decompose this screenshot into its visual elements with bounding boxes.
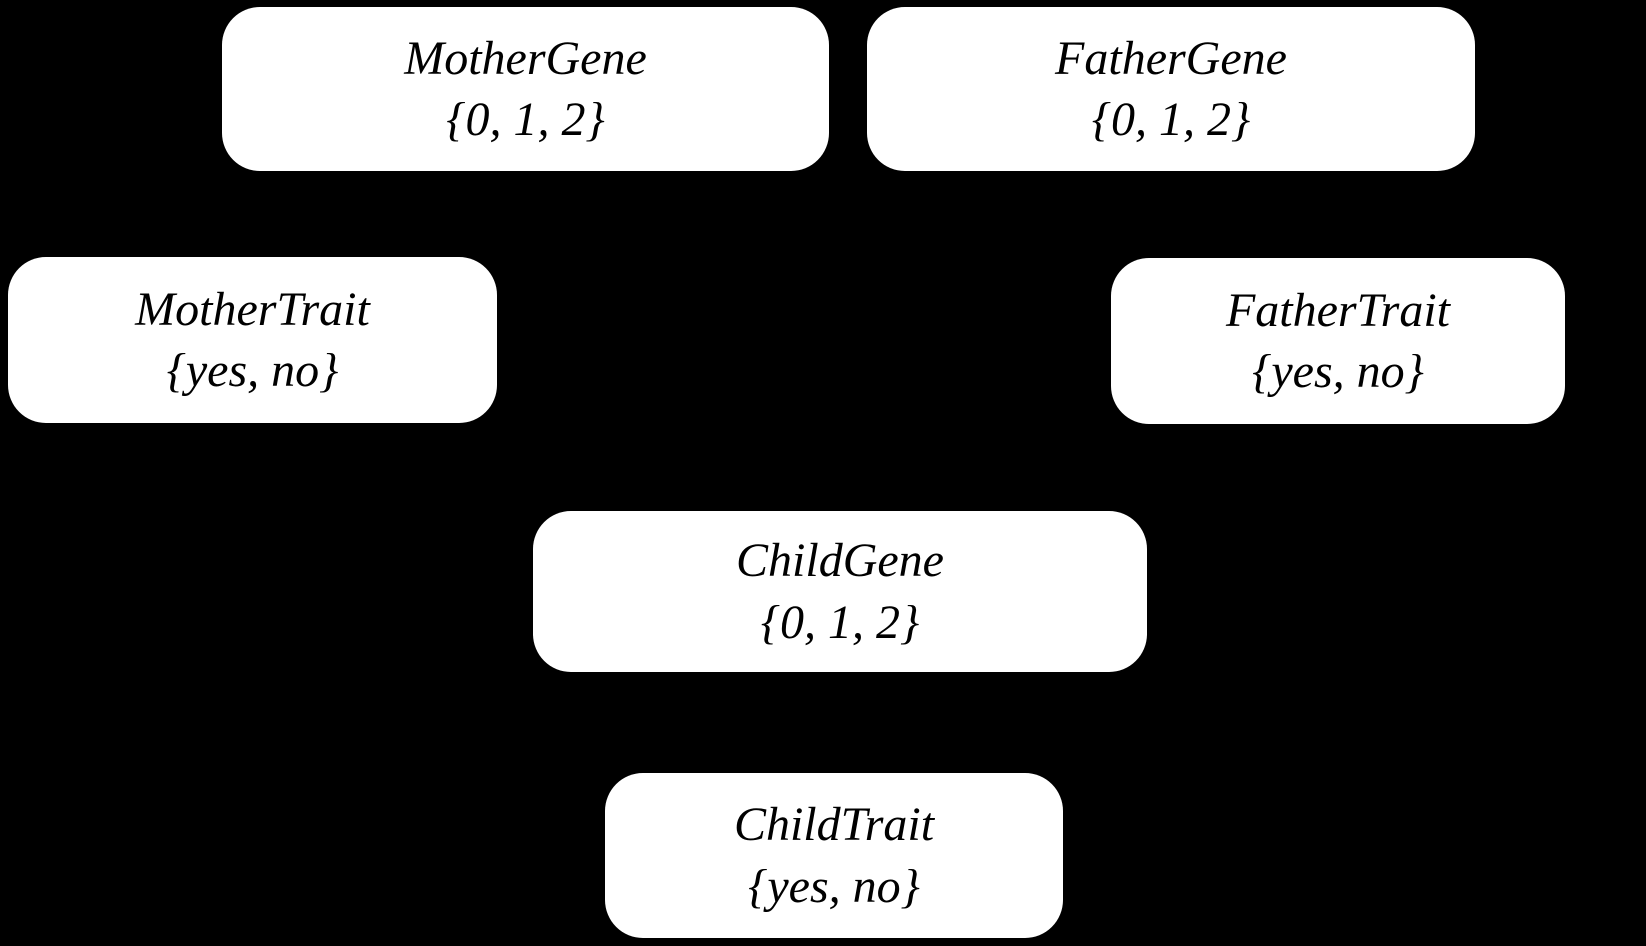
node-label: FatherGene — [1055, 31, 1287, 85]
node-domain: {0, 1, 2} — [1091, 93, 1251, 146]
node-mother-trait: MotherTrait {yes, no} — [8, 257, 497, 423]
node-label: ChildGene — [736, 534, 944, 588]
node-father-gene: FatherGene {0, 1, 2} — [867, 7, 1475, 171]
node-father-trait: FatherTrait {yes, no} — [1111, 258, 1565, 424]
node-label: MotherGene — [404, 31, 647, 85]
node-label: FatherTrait — [1225, 283, 1451, 337]
node-domain: {yes, no} — [166, 344, 339, 397]
node-label: ChildTrait — [733, 798, 935, 852]
node-domain: {0, 1, 2} — [446, 93, 605, 146]
node-domain: {0, 1, 2} — [760, 595, 920, 649]
node-domain: {yes, no} — [1252, 345, 1424, 398]
node-domain: {yes, no} — [748, 859, 920, 913]
node-child-gene: ChildGene {0, 1, 2} — [533, 511, 1147, 672]
node-mother-gene: MotherGene {0, 1, 2} — [222, 7, 829, 171]
node-label: MotherTrait — [135, 282, 370, 336]
node-child-trait: ChildTrait {yes, no} — [605, 773, 1063, 938]
